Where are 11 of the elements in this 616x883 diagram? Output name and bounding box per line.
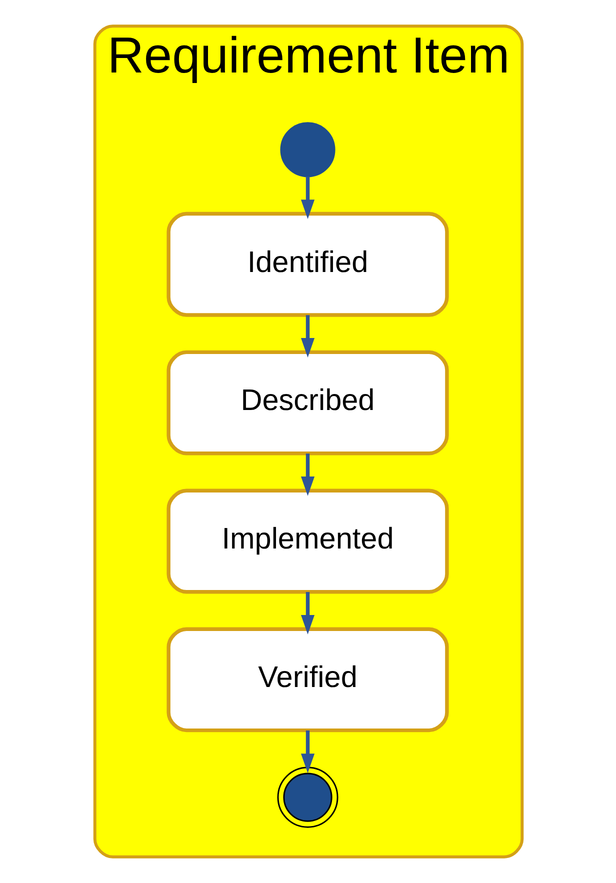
node-box: Implemented (166, 488, 448, 594)
arrow (300, 315, 314, 358)
arrow (300, 592, 314, 634)
arrow (300, 454, 314, 496)
node-box: Described (166, 350, 448, 456)
node-box: Identified (166, 212, 448, 317)
node-circle (276, 766, 338, 828)
arrow (300, 176, 314, 220)
node-circle (280, 122, 335, 178)
node-box: Verified (166, 627, 448, 732)
arrow (300, 730, 314, 774)
